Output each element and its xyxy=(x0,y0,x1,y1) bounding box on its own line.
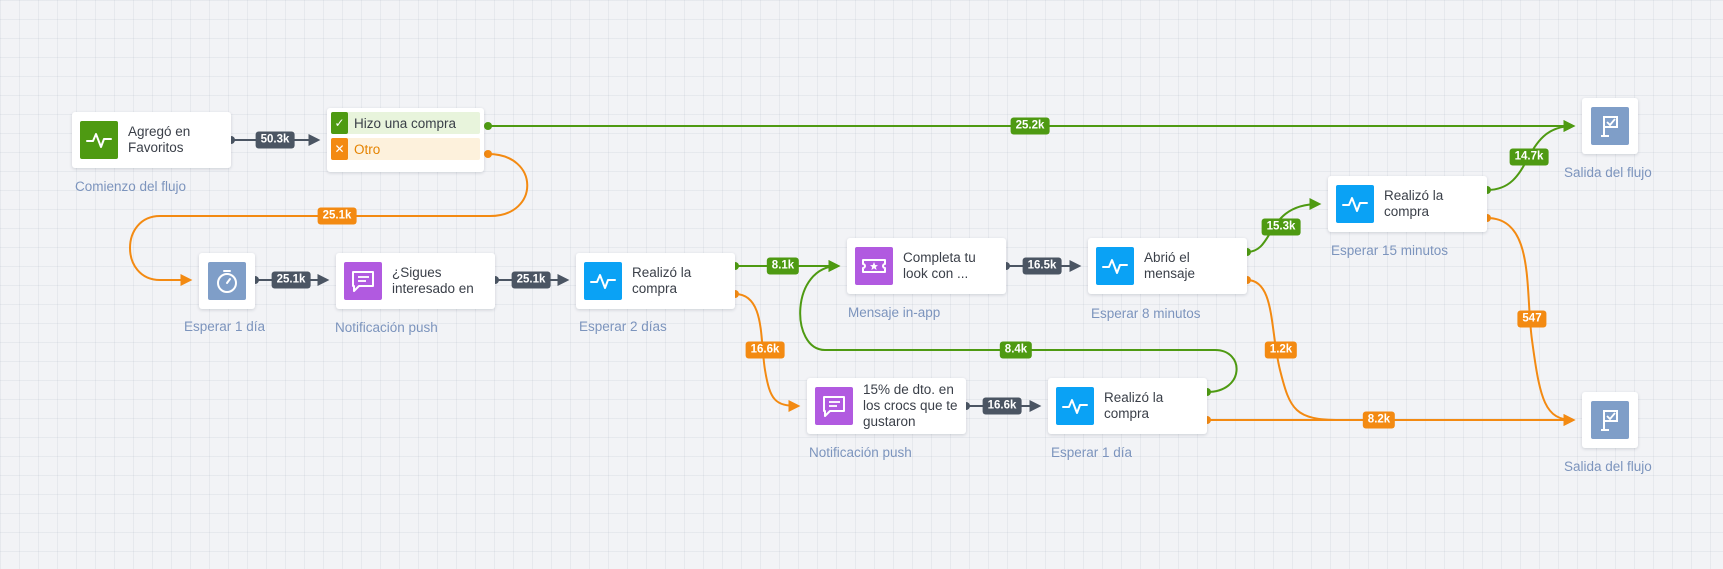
count-badge-opened-no: 1.2k xyxy=(1264,341,1298,359)
inapp-message-node[interactable]: Completa tu look con ... xyxy=(847,238,1006,294)
count-badge-check1-yes: 8.1k xyxy=(766,257,800,275)
start-node[interactable]: Agregó en Favoritos xyxy=(72,112,231,168)
edge-check1-no-push2 xyxy=(734,293,801,412)
message-icon xyxy=(815,387,853,425)
push-node-2[interactable]: 15% de dto. en los crocs que te gustaron xyxy=(807,378,966,434)
push2-caption: Notificación push xyxy=(809,445,912,460)
push1-caption: Notificación push xyxy=(335,320,438,335)
node-label: Completa tu look con ... xyxy=(903,250,976,281)
edge-port-dot[interactable] xyxy=(484,122,492,130)
purchase-check-node-2[interactable]: Realizó la compra xyxy=(1048,378,1207,434)
check3-caption: Esperar 15 minutos xyxy=(1331,243,1449,258)
count-badge-opened-yes: 15.3k xyxy=(1261,218,1301,236)
wait-node[interactable] xyxy=(199,253,255,309)
opened-message-node[interactable]: Abrió el mensaje xyxy=(1088,238,1247,294)
node-label: Realizó la compra xyxy=(1384,188,1444,219)
count-badge-split-yes: 25.2k xyxy=(1010,117,1050,135)
count-badge-check3-no: 547 xyxy=(1517,310,1547,328)
split-option-yes[interactable]: ✓ Hizo una compra xyxy=(331,112,480,134)
edge-opened-no-exit2 xyxy=(1246,279,1576,426)
purchase-check-node-3[interactable]: Realizó la compra xyxy=(1328,176,1487,232)
node-label: ¿Sigues interesado en xyxy=(392,265,474,296)
activity-icon xyxy=(80,121,118,159)
exit-flag-icon xyxy=(1591,401,1629,439)
wait1-caption: Esperar 1 día xyxy=(184,319,266,334)
check2-caption: Esperar 1 día xyxy=(1051,445,1133,460)
count-badge-check2-yes: 8.4k xyxy=(999,341,1033,359)
split-other-label: Otro xyxy=(354,141,381,157)
count-badge-check3-yes: 14.7k xyxy=(1509,148,1549,166)
split-option-other[interactable]: ✕ Otro xyxy=(331,138,480,160)
close-icon: ✕ xyxy=(331,138,348,160)
count-badge-check1-no: 16.6k xyxy=(745,341,785,359)
timer-icon xyxy=(208,262,246,300)
edge-port-dot[interactable] xyxy=(484,150,492,158)
node-label: Realizó la compra xyxy=(1104,390,1164,421)
count-badge-wait: 25.1k xyxy=(271,271,311,289)
node-label: 15% de dto. en los crocs que te gustaron xyxy=(863,382,958,429)
count-badge-push2: 16.6k xyxy=(982,397,1022,415)
node-label: Abrió el mensaje xyxy=(1144,250,1196,281)
edge-check2-yes-inapp xyxy=(799,260,1238,393)
inapp-caption: Mensaje in-app xyxy=(848,305,941,320)
push-node-1[interactable]: ¿Sigues interesado en xyxy=(336,253,495,309)
count-badge-check2-no: 8.2k xyxy=(1362,411,1396,429)
split-node[interactable]: ✓ Hizo una compra ✕ Otro xyxy=(327,108,484,172)
count-badge-inapp: 16.5k xyxy=(1022,257,1062,275)
check1-caption: Esperar 2 días xyxy=(579,319,667,334)
message-icon xyxy=(344,262,382,300)
activity-icon xyxy=(1336,185,1374,223)
edge-check3-no-exit2 xyxy=(1486,217,1576,426)
activity-icon xyxy=(584,262,622,300)
count-badge-push1: 25.1k xyxy=(511,271,551,289)
split-yes-label: Hizo una compra xyxy=(354,115,457,131)
count-badge-start: 50.3k xyxy=(255,131,295,149)
opened-caption: Esperar 8 minutos xyxy=(1091,306,1201,321)
exit2-caption: Salida del flujo xyxy=(1564,459,1652,474)
ticket-icon xyxy=(855,247,893,285)
purchase-check-node-1[interactable]: Realizó la compra xyxy=(576,253,735,309)
check-icon: ✓ xyxy=(331,112,348,134)
start-caption: Comienzo del flujo xyxy=(75,179,187,194)
exit-flag-icon xyxy=(1591,107,1629,145)
exit-node-1[interactable] xyxy=(1582,98,1638,154)
activity-icon xyxy=(1056,387,1094,425)
node-label: Realizó la compra xyxy=(632,265,692,296)
activity-icon xyxy=(1096,247,1134,285)
exit-node-2[interactable] xyxy=(1582,392,1638,448)
exit1-caption: Salida del flujo xyxy=(1564,165,1652,180)
count-badge-split-other: 25.1k xyxy=(317,207,357,225)
node-label: Agregó en Favoritos xyxy=(128,124,191,155)
